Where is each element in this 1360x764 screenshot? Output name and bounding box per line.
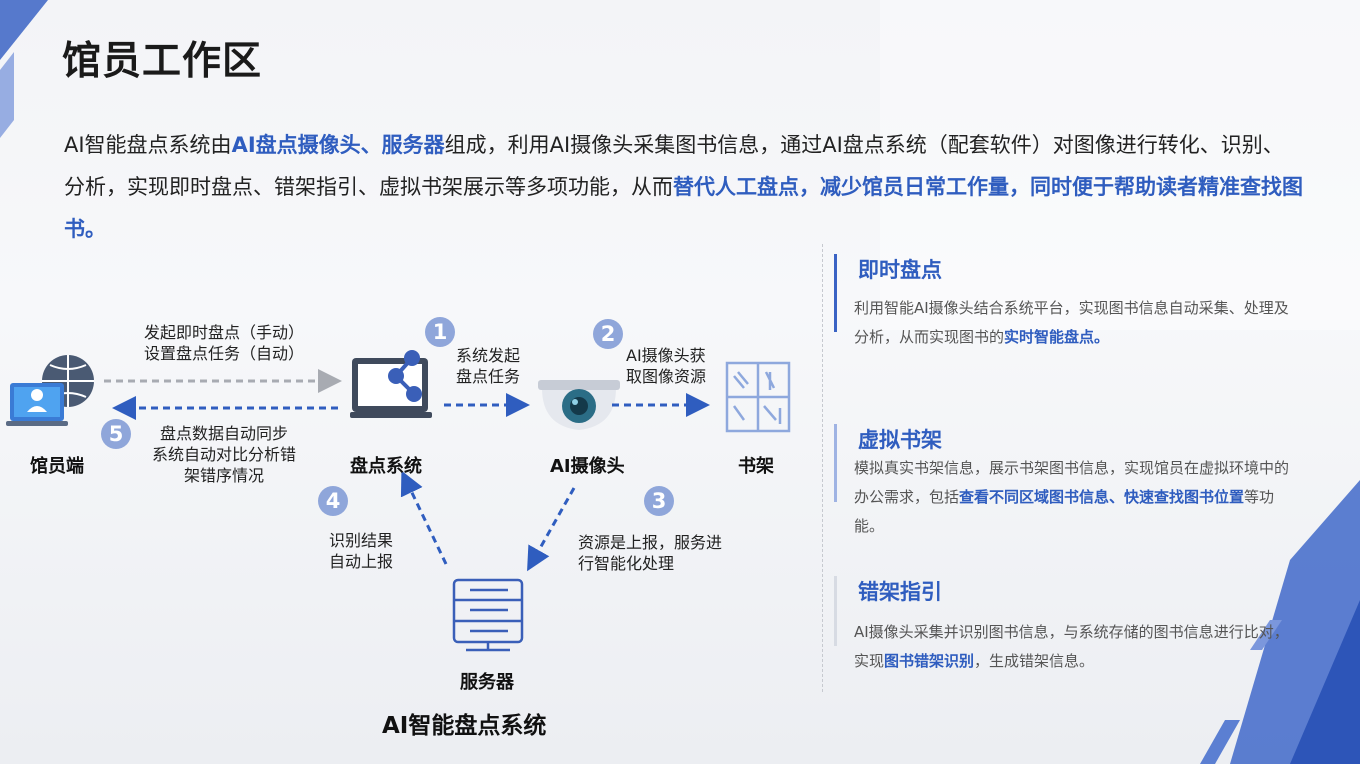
system-diagram: 馆员端 盘点系统 AI摄像头 书架 服务器 发起即时盘点（手动） 设置盘点任务（… — [0, 240, 800, 764]
trigger-line-2: 设置盘点任务（自动） — [144, 344, 305, 363]
step-4-line-1: 识别结果 — [329, 531, 394, 550]
step-badge-4: 4 — [318, 486, 348, 516]
step-3-line-2: 行智能化处理 — [578, 554, 675, 573]
bookshelf-icon — [725, 361, 791, 433]
node-ai-camera: AI摄像头 — [550, 456, 625, 477]
vertical-divider — [822, 244, 823, 692]
feature-desc-highlight: 实时智能盘点。 — [1004, 328, 1110, 346]
step-badge-1: 1 — [425, 317, 455, 347]
intro-paragraph: AI智能盘点系统由AI盘点摄像头、服务器组成，利用AI摄像头采集图书信息，通过A… — [64, 124, 1304, 250]
step4-arrow — [400, 470, 448, 565]
step-text-3: 资源是上报，服务进 行智能化处理 — [578, 532, 722, 574]
step3-arrow — [527, 487, 576, 572]
step-1-line-1: 系统发起 — [456, 346, 521, 365]
step-text-2: AI摄像头获 取图像资源 — [626, 345, 706, 387]
feature-description: 模拟真实书架信息，展示书架图书信息，实现馆员在虚拟环境中的办公需求，包括查看不同… — [854, 454, 1294, 541]
feature-title: 即时盘点 — [858, 258, 942, 282]
step-5-line-2: 系统自动对比分析错 — [152, 445, 297, 464]
feature-desc-text-end: ，生成错架信息。 — [974, 652, 1095, 670]
feature-title: 错架指引 — [858, 580, 942, 604]
step-1-line-2: 盘点任务 — [456, 367, 521, 386]
intro-highlight-1: AI盘点摄像头、服务器 — [231, 133, 445, 157]
step-3-line-1: 资源是上报，服务进 — [578, 533, 723, 552]
feature-desc-highlight: 图书错架识别 — [884, 652, 975, 670]
step-5-line-1: 盘点数据自动同步 — [160, 424, 289, 443]
intro-text-1: AI智能盘点系统由 — [64, 133, 232, 157]
node-librarian: 馆员端 — [30, 456, 84, 477]
trigger-label: 发起即时盘点（手动） 设置盘点任务（自动） — [144, 322, 304, 364]
step-badge-5: 5 — [101, 419, 131, 449]
step-badge-2: 2 — [593, 319, 623, 349]
step-text-4: 识别结果 自动上报 — [329, 530, 393, 572]
intro-highlight-2: 替代人工盘点，减少馆员日常工作量，同时便于帮助读者精准查找图书。 — [64, 175, 1303, 241]
feature-instant-inventory: 即时盘点 利用智能AI摄像头结合系统平台，实现图书信息自动采集、处理及分析，从而… — [834, 254, 1304, 354]
feature-desc-text: AI摄像头采集并识别图书信息，与系统存储的图书信息进行比对，实现 — [854, 623, 1289, 670]
feature-desc-highlight: 查看不同区域图书信息、快速查找图书位置 — [959, 488, 1245, 506]
feature-accent-bar — [834, 254, 837, 332]
step-badge-3: 3 — [644, 486, 674, 516]
feature-title: 虚拟书架 — [858, 428, 942, 452]
feature-description: AI摄像头采集并识别图书信息，与系统存储的图书信息进行比对，实现图书错架识别，生… — [854, 618, 1294, 676]
step-5-line-3: 架错序情况 — [184, 466, 265, 485]
step-text-1: 系统发起 盘点任务 — [456, 345, 520, 387]
feature-description: 利用智能AI摄像头结合系统平台，实现图书信息自动采集、处理及分析，从而实现图书的… — [854, 294, 1294, 352]
step-4-line-2: 自动上报 — [329, 552, 394, 571]
system-title: AI智能盘点系统 — [382, 713, 547, 739]
diagram-graphics — [6, 350, 791, 652]
inventory-system-icon — [350, 350, 432, 418]
intro-text-2: 组成，利用AI摄像头采集图书信息，通过AI盘点系统（配套软件）对图像进行转化、识… — [64, 133, 1284, 199]
step-2-line-1: AI摄像头获 — [626, 346, 706, 365]
server-icon — [452, 578, 524, 652]
step-text-5: 盘点数据自动同步 系统自动对比分析错 架错序情况 — [152, 423, 296, 486]
node-server: 服务器 — [460, 672, 514, 693]
feature-misplacement-guide: 错架指引 AI摄像头采集并识别图书信息，与系统存储的图书信息进行比对，实现图书错… — [834, 576, 1304, 676]
feature-desc-text: 模拟真实书架信息，展示书架图书信息，实现馆员在虚拟环境中的办公需求，包括 — [854, 459, 1290, 506]
librarian-terminal-icon — [6, 355, 94, 426]
step-2-line-2: 取图像资源 — [626, 367, 707, 386]
node-bookshelf: 书架 — [738, 456, 774, 477]
ai-camera-icon — [538, 380, 620, 430]
node-inventory-system: 盘点系统 — [350, 456, 422, 477]
feature-accent-bar — [834, 576, 837, 646]
feature-desc-text: 利用智能AI摄像头结合系统平台，实现图书信息自动采集、处理及分析，从而实现图书的 — [854, 299, 1289, 346]
page-title: 馆员工作区 — [62, 39, 263, 84]
feature-virtual-shelf: 虚拟书架 模拟真实书架信息，展示书架图书信息，实现馆员在虚拟环境中的办公需求，包… — [834, 424, 1304, 544]
feature-desc-text-end: 等功能。 — [854, 488, 1275, 535]
feature-accent-bar — [834, 424, 837, 502]
trigger-line-1: 发起即时盘点（手动） — [144, 323, 305, 342]
